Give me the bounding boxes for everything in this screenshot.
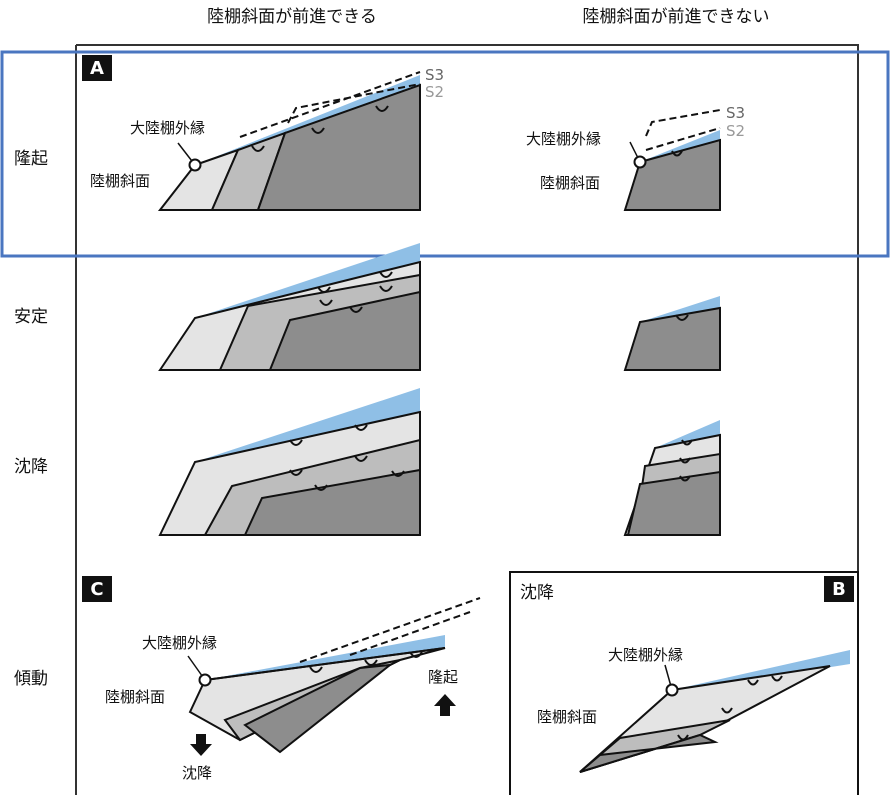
label-uplift-c: 隆起 — [428, 668, 458, 686]
label-shelf-slope-a2: 陸棚斜面 — [540, 174, 600, 192]
sea-layer — [672, 650, 850, 692]
shelf-edge-marker — [198, 673, 212, 687]
label-subsidence-c: 沈降 — [182, 764, 212, 782]
sediment-layer — [623, 306, 721, 371]
panel-b-diagram — [579, 650, 850, 773]
channel-notches — [677, 675, 783, 741]
down-arrow-icon — [190, 734, 212, 756]
sediment-layer-3 — [626, 470, 721, 536]
row-label-subsidence: 沈降 — [14, 457, 48, 477]
shelf-edge-marker — [665, 683, 679, 697]
sediment-layer-3 — [256, 83, 421, 211]
sediment-layer-3 — [243, 663, 394, 754]
dashed-s3-s2 — [239, 71, 421, 138]
label-shelf-slope-b: 陸棚斜面 — [537, 708, 597, 726]
sediment-layer-3 — [268, 290, 421, 371]
sea-layer — [195, 243, 420, 320]
outer-frame — [75, 44, 859, 795]
panel-c-letter: C — [90, 579, 103, 600]
sediment-layer — [623, 138, 721, 211]
channel-notches — [679, 439, 693, 482]
channel-notch — [675, 314, 689, 321]
panel-c-badge — [82, 576, 112, 602]
channel-notches — [309, 651, 423, 673]
shelf-surface-line — [204, 647, 446, 681]
panel-b-letter: B — [832, 579, 846, 600]
uplift-advancing-diagram — [157, 71, 421, 211]
dashed-s3-s2 — [645, 109, 721, 151]
label-shelf-slope-c: 陸棚斜面 — [105, 688, 165, 706]
dashed-surfaces — [299, 597, 481, 663]
highlight-box — [0, 50, 890, 258]
uplift-not-advancing-diagram — [623, 109, 721, 211]
up-arrow-icon — [434, 694, 456, 716]
label-shelf-edge-a2: 大陸棚外縁 — [526, 130, 601, 148]
tilting-diagram — [187, 597, 481, 756]
sea-layer — [195, 388, 420, 464]
header-advancing: 陸棚斜面が前進できる — [207, 7, 377, 27]
subsidence-advancing-diagram — [158, 388, 421, 536]
row-label-stable: 安定 — [14, 307, 48, 327]
label-shelf-edge-b: 大陸棚外縁 — [608, 646, 683, 664]
channel-notches — [317, 271, 393, 313]
label-shelf-slope-a: 陸棚斜面 — [90, 172, 150, 190]
row-label-tilting: 傾動 — [14, 669, 48, 689]
label-shelf-edge-a: 大陸棚外縁 — [130, 119, 205, 137]
subsidence-not-advancing-diagram — [623, 420, 721, 536]
panel-b-frame — [509, 571, 859, 795]
label-shelf-edge-c: 大陸棚外縁 — [142, 634, 217, 652]
sea-layer — [655, 420, 720, 450]
panel-a-letter: A — [90, 58, 104, 79]
channel-notches — [251, 105, 389, 152]
label-s3-a: S3 — [425, 66, 444, 84]
panel-b-title: 沈降 — [520, 583, 554, 603]
label-s2-a: S2 — [425, 83, 444, 101]
shelf-edge-marker — [188, 158, 202, 172]
sea-layer — [205, 635, 445, 682]
panel-b-badge — [824, 576, 854, 602]
sediment-layer-3 — [243, 468, 421, 536]
channel-notches — [289, 424, 405, 491]
label-s3-a2: S3 — [726, 104, 745, 122]
shelf-edge-marker — [633, 155, 647, 169]
channel-notch — [671, 150, 683, 157]
header-not-advancing: 陸棚斜面が前進できない — [583, 7, 770, 27]
row-label-uplift: 隆起 — [14, 149, 48, 169]
panel-a-badge — [82, 55, 112, 81]
sediment-layer-3 — [579, 733, 719, 773]
stable-advancing-diagram — [158, 243, 421, 371]
label-s2-a2: S2 — [726, 122, 745, 140]
sea-layer — [640, 296, 720, 324]
stable-not-advancing-diagram — [623, 296, 721, 371]
